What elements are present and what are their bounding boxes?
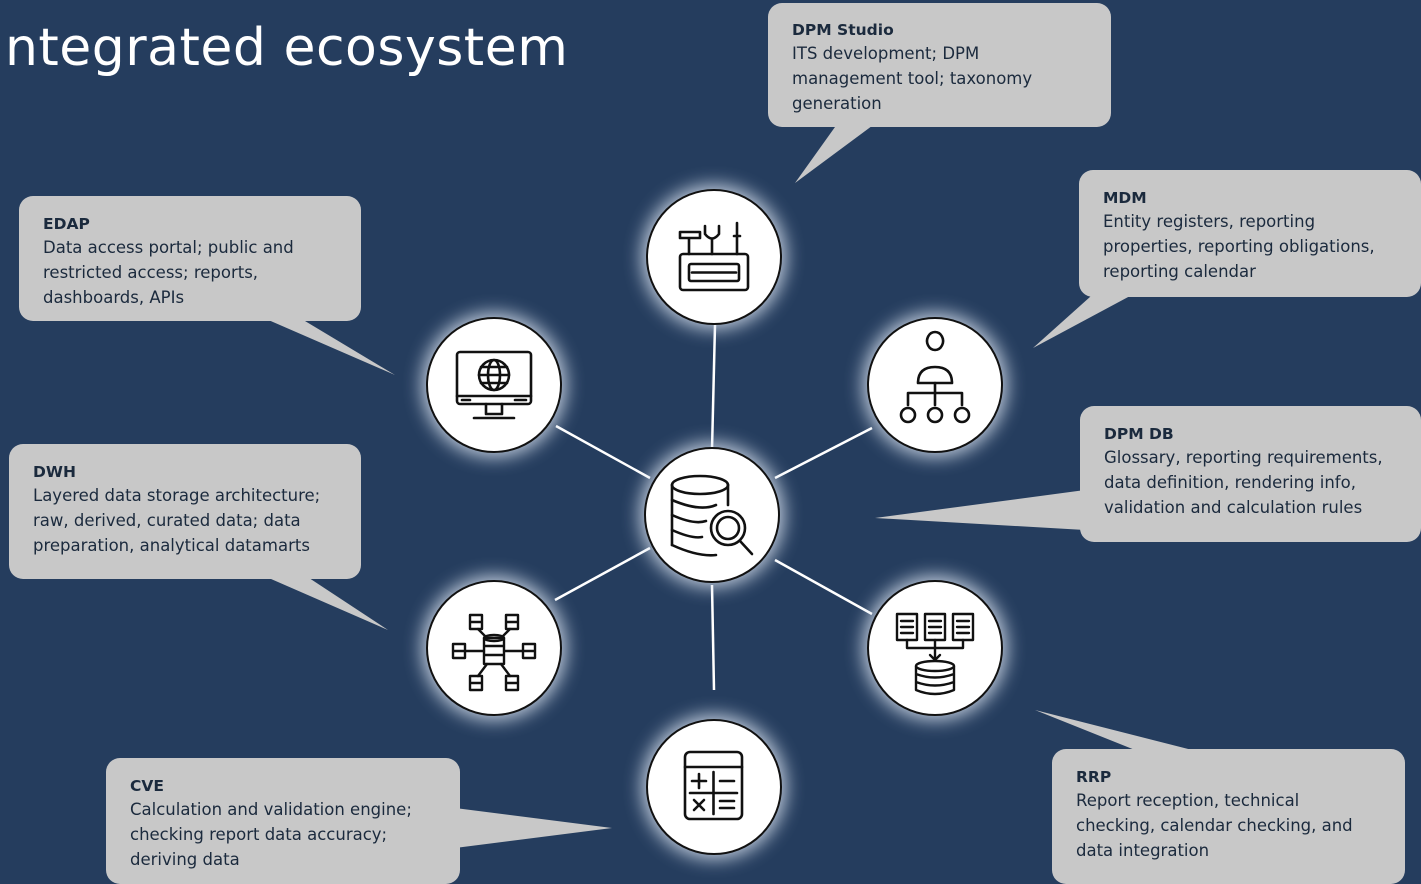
monitor-globe-icon: [455, 350, 533, 420]
callout-title: EDAP: [43, 215, 90, 233]
node-dwh: [426, 580, 562, 716]
callout-text: Calculation and validation engine; check…: [130, 800, 412, 869]
callout-pointer-edap: [250, 312, 395, 375]
callout-text: Entity registers, reporting properties, …: [1103, 212, 1375, 281]
toolbox-icon: [678, 221, 750, 292]
callout-text: Report reception, technical checking, ca…: [1076, 791, 1353, 860]
callout-title: CVE: [130, 777, 164, 795]
callout-pointer-rrp: [1035, 710, 1200, 752]
callout-dpm-db: DPM DB Glossary, reporting requirements,…: [1080, 406, 1421, 542]
calculator-icon: [683, 750, 744, 821]
callout-rrp: RRP Report reception, technical checking…: [1052, 749, 1405, 884]
connectors: [554, 324, 873, 691]
connector-rrp: [774, 558, 873, 616]
callout-text: Data access portal; public and restricte…: [43, 238, 294, 307]
connector-edap: [555, 424, 651, 480]
connector-dpm-studio: [710, 324, 717, 451]
connector-cve: [710, 584, 716, 691]
connector-dwh: [554, 546, 651, 602]
callout-edap: EDAP Data access portal; public and rest…: [19, 196, 361, 321]
callout-title: MDM: [1103, 189, 1147, 207]
callout-pointer-mdm: [1033, 288, 1145, 348]
node-dpm-studio: [646, 189, 782, 325]
callout-pointer-cve: [455, 808, 612, 848]
callout-title: DPM Studio: [792, 21, 894, 39]
callout-pointer-dpm-db: [875, 490, 1085, 530]
callout-title: RRP: [1076, 768, 1112, 786]
page-title: integrated ecosystem: [0, 18, 569, 78]
callout-pointer-dpm-studio: [795, 120, 880, 183]
callout-mdm: MDM Entity registers, reporting properti…: [1079, 170, 1421, 297]
callout-title: DPM DB: [1104, 425, 1174, 443]
connector-mdm: [774, 426, 873, 480]
database-search-icon: [670, 474, 754, 557]
distributed-databases-icon: [451, 613, 537, 692]
org-hierarchy-icon: [899, 330, 971, 424]
reports-to-database-icon: [895, 612, 975, 696]
node-hub: [644, 447, 780, 583]
callout-dwh: DWH Layered data storage architecture; r…: [9, 444, 361, 579]
callout-text: Layered data storage architecture; raw, …: [33, 486, 321, 555]
callout-text: Glossary, reporting requirements, data d…: [1104, 448, 1383, 517]
callout-title: DWH: [33, 463, 76, 481]
callout-dpm-studio: DPM Studio ITS development; DPM manageme…: [768, 3, 1111, 127]
callout-text: ITS development; DPM management tool; ta…: [792, 44, 1033, 113]
node-edap: [426, 317, 562, 453]
callout-pointer-dwh: [255, 572, 388, 630]
callout-cve: CVE Calculation and validation engine; c…: [106, 758, 460, 884]
